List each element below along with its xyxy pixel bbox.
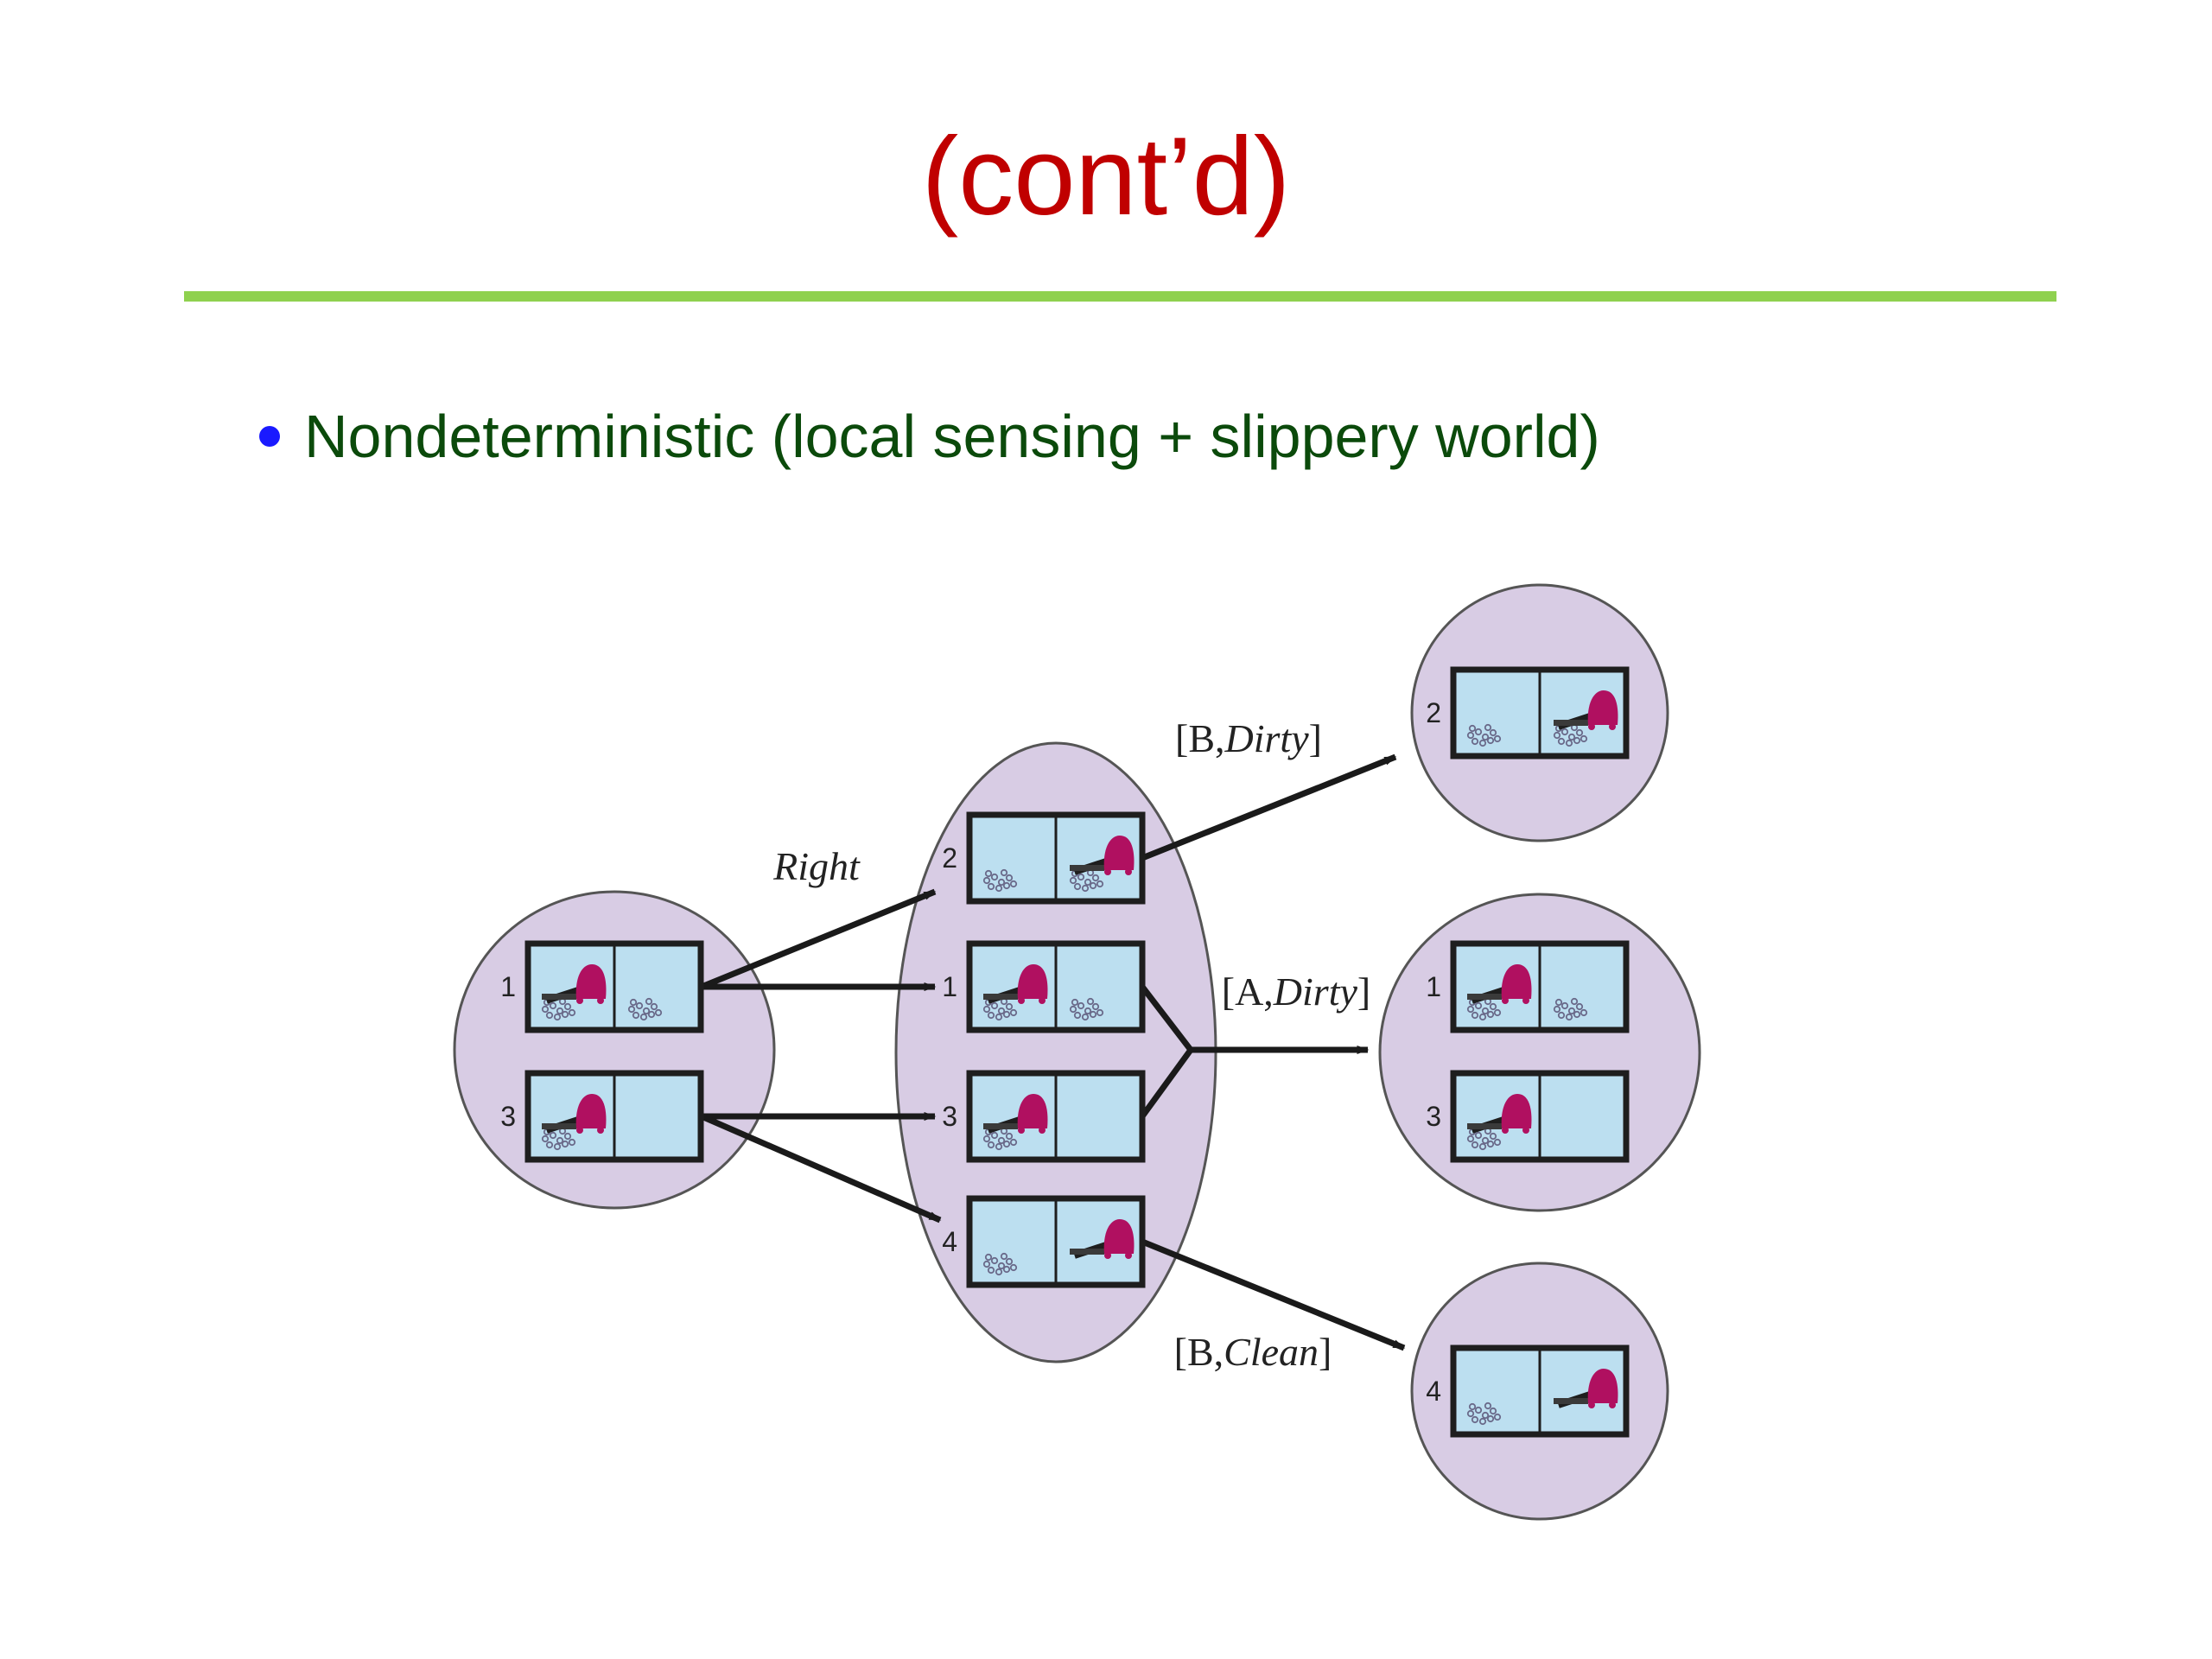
dirt-icon: [1069, 868, 1104, 893]
label-a-dirty-word: Dirty: [1273, 969, 1358, 1014]
vacuum-robot-icon: [1554, 690, 1618, 730]
label-b-dirty: [B,Dirty]: [1175, 716, 1322, 760]
dirt-icon: [627, 997, 663, 1021]
bullet-item: Nondeterministic (local sensing + slippe…: [259, 397, 1600, 475]
vacuum-robot-icon: [983, 1094, 1048, 1134]
vacuum-robot-icon: [983, 964, 1048, 1004]
state-number: 3: [500, 1101, 516, 1132]
state-number: 1: [1426, 971, 1441, 1002]
vacuum-world-state: 4: [942, 1195, 1146, 1288]
arrow-b-dirty: [1141, 753, 1397, 861]
label-b-dirty-close: ]: [1309, 716, 1322, 760]
state-number: 1: [500, 971, 516, 1002]
vacuum-robot-icon: [542, 964, 607, 1004]
dirt-icon: [982, 868, 1018, 893]
label-b-dirty-word: Dirty: [1224, 716, 1310, 760]
bullet-text: Nondeterministic (local sensing + slippe…: [304, 403, 1600, 470]
label-b-dirty-open: [B,: [1175, 716, 1225, 760]
vacuum-robot-icon: [542, 1094, 607, 1134]
label-b-clean-word: Clean: [1224, 1330, 1319, 1374]
vacuum-world-state: 2: [942, 811, 1146, 905]
vacuum-world-state: 4: [1426, 1344, 1630, 1438]
state-number: 2: [942, 842, 957, 874]
vacuum-robot-icon: [1467, 964, 1532, 1004]
vacuum-robot-icon: [1070, 1219, 1135, 1259]
transition-arrows: [700, 753, 1406, 1351]
dirt-icon: [982, 1127, 1018, 1151]
slide-title: (cont’d): [921, 115, 1291, 238]
label-b-clean-close: ]: [1319, 1330, 1332, 1374]
vacuum-robot-icon: [1554, 1369, 1618, 1408]
state-number: 3: [942, 1101, 957, 1132]
vacuum-world-state: 3: [942, 1070, 1146, 1163]
vacuum-world-state: 1: [500, 940, 704, 1033]
bullet-icon: [259, 426, 280, 447]
label-a-dirty-close: ]: [1357, 969, 1370, 1014]
label-a-dirty: [A,Dirty]: [1222, 969, 1370, 1014]
vacuum-world-state: 1: [1426, 940, 1630, 1033]
label-b-clean: [B,Clean]: [1174, 1330, 1332, 1374]
vacuum-world-state: 3: [500, 1070, 704, 1163]
state-number: 3: [1426, 1101, 1441, 1132]
arrow-right-to-state4: [700, 1113, 942, 1224]
label-right: Right: [772, 844, 861, 888]
label-a-dirty-open: [A,: [1222, 969, 1274, 1014]
vacuum-robot-icon: [1467, 1094, 1532, 1134]
arrow-right-to-state2: [700, 888, 937, 990]
label-right-text: Right: [772, 844, 861, 888]
physical-states: 1 3 2 1 3 4 2 1 3 4: [500, 666, 1630, 1438]
edge-labels: Right [B,Dirty] [A,Dirty] [B,Clean]: [772, 716, 1370, 1374]
state-number: 4: [942, 1226, 957, 1257]
vacuum-world-state: 3: [1426, 1070, 1630, 1163]
state-number: 2: [1426, 697, 1441, 728]
dirt-icon: [1466, 997, 1502, 1021]
arrow-b-clean: [1141, 1238, 1406, 1351]
vacuum-world-state: 1: [942, 940, 1146, 1033]
dirt-icon: [1069, 997, 1104, 1021]
vacuum-robot-icon: [1070, 836, 1135, 875]
dirt-icon: [1466, 723, 1502, 747]
state-number: 1: [942, 971, 957, 1002]
label-b-clean-open: [B,: [1174, 1330, 1224, 1374]
state-number: 4: [1426, 1376, 1441, 1407]
vacuum-world-state: 2: [1426, 666, 1630, 760]
dirt-icon: [982, 1252, 1018, 1276]
dirt-icon: [1466, 1402, 1502, 1426]
dirt-icon: [1553, 997, 1588, 1021]
title-divider: [184, 291, 2056, 302]
